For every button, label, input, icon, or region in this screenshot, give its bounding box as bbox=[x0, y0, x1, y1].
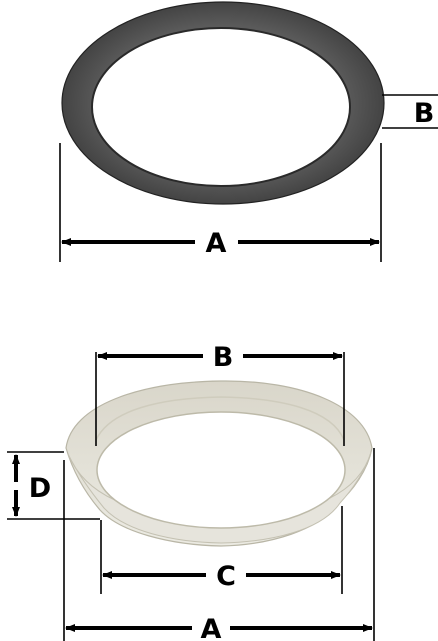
rubber-washer-inner-edge bbox=[91, 27, 351, 187]
slip-joint-washer-top-rim bbox=[95, 396, 345, 441]
dim-label-c: C bbox=[216, 561, 236, 592]
dim-label-b: B bbox=[213, 342, 234, 373]
dim-label-b-thickness: B bbox=[414, 98, 435, 129]
slip-joint-washer-inner-opening bbox=[96, 411, 346, 529]
dim-label-a-bottom: A bbox=[201, 614, 222, 641]
rubber-washer bbox=[61, 1, 385, 205]
slip-joint-washer-figure: B D C A bbox=[7, 342, 375, 641]
rubber-washer-figure: A B bbox=[59, 1, 438, 262]
dim-label-d: D bbox=[29, 473, 51, 504]
dim-label-a: A bbox=[206, 228, 227, 259]
